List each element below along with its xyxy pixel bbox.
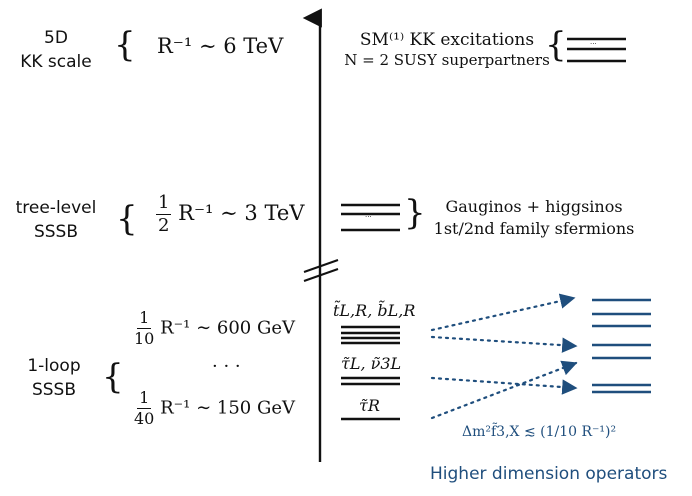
operators-caption: Higher dimension operators [430, 464, 668, 484]
kk-level-lines [567, 37, 626, 63]
kk-brace: { [114, 25, 136, 65]
tree-frac-den: 2 [158, 215, 170, 236]
state-stau-right: τ̃R [359, 396, 380, 415]
split-level-lines [592, 298, 651, 394]
tree-scale-tail: R⁻¹ ∼ 3 TeV [178, 201, 305, 225]
axis-break-mark [303, 259, 339, 273]
loop-level-lines-mid [341, 376, 400, 386]
loop-upper-tail: R⁻¹ ∼ 600 GeV [160, 317, 295, 339]
kk-label-line2: KK scale [20, 52, 92, 72]
tree-level-label: tree-level SSSB [4, 196, 108, 244]
kk-states-text: SM⁽¹⁾ KK excitations N = 2 SUSY superpar… [331, 30, 563, 70]
tree-states-line2: 1st/2nd family sfermions [433, 219, 635, 238]
loop-label-line2: SSSB [31, 380, 77, 400]
kk-scale-label: 5D KK scale [14, 26, 98, 74]
kk-level-ellipsis: ... [590, 38, 597, 46]
mass-splitting-formula: Δm²f̃3,X ≲ (1/10 R⁻¹)² [462, 424, 617, 440]
loop-label-line1: 1-loop [27, 356, 81, 376]
one-loop-label: 1-loop SSSB [18, 354, 90, 402]
loop-lower-num: 1 [137, 388, 152, 409]
loop-upper-den: 10 [134, 329, 155, 348]
tree-states-line1: Gauginos + higgsinos [445, 197, 623, 216]
kk-scale-expression: R⁻¹ ∼ 6 TeV [157, 34, 284, 58]
kk-states-brace: { [545, 25, 567, 65]
tree-level-lines [341, 203, 400, 232]
loop-lower-tail: R⁻¹ ∼ 150 GeV [160, 397, 295, 419]
tree-frac-num: 1 [156, 192, 172, 215]
tree-label-line2: SSSB [33, 222, 79, 242]
splitting-arrows [430, 293, 578, 420]
tree-brace: { [116, 199, 138, 239]
tree-states-text: Gauginos + higgsinos 1st/2nd family sfer… [420, 196, 648, 240]
kk-label-line1: 5D [44, 28, 68, 48]
state-stau-snu: τ̃L, ν̃3L [341, 354, 402, 373]
loop-upper-num: 1 [137, 308, 152, 329]
kk-states-line2: N = 2 SUSY superpartners [344, 51, 550, 69]
loop-level-lines-top [341, 325, 400, 345]
loop-lower-den: 40 [134, 409, 155, 428]
one-loop-brace: { [102, 357, 124, 397]
tree-label-line1: tree-level [15, 198, 97, 218]
axis-break-mark [303, 268, 339, 282]
loop-middle-ellipsis: · · · [212, 356, 241, 377]
kk-states-line1: SM⁽¹⁾ KK excitations [359, 30, 535, 50]
state-stop-sbottom: t̃L,R, b̃L,R [333, 301, 416, 320]
tree-level-ellipsis: ... [365, 211, 372, 219]
